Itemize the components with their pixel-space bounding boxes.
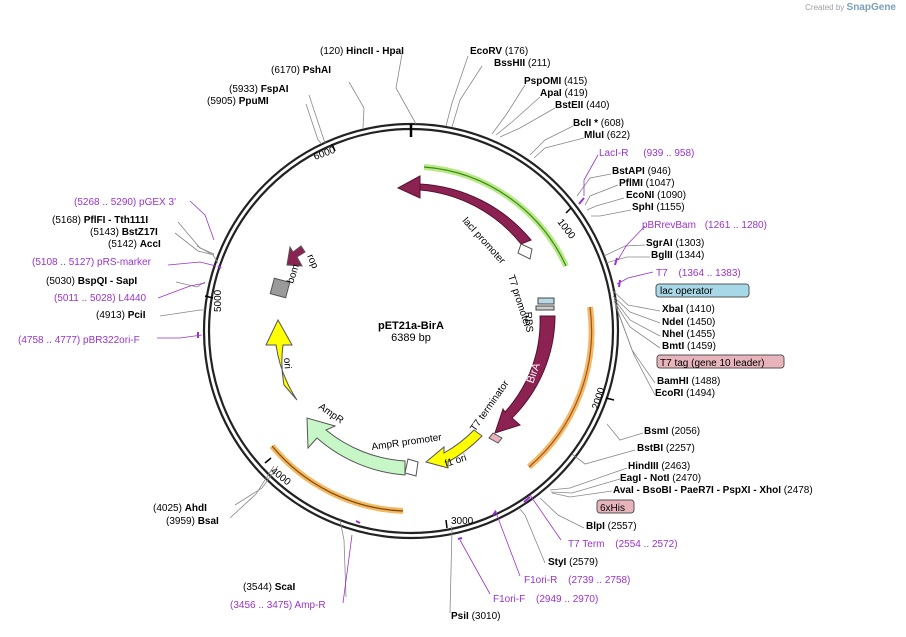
site-hindiii[interactable]: HindIII (2463) <box>628 461 690 472</box>
primer-amp-r[interactable]: (3456 .. 3475) Amp-R <box>230 600 326 611</box>
site-ahdi[interactable]: (4025) AhdI <box>153 503 207 514</box>
site-xbai[interactable]: XbaI (1410) <box>662 304 715 315</box>
site-psii[interactable]: PsiI (3010) <box>451 611 500 622</box>
lac-operator-label: lac operator <box>660 286 713 297</box>
site-bsshii[interactable]: BssHII (211) <box>494 58 551 69</box>
site-sgrai[interactable]: SgrAI (1303) <box>646 238 704 249</box>
highlight-arc-orange-left-line <box>271 445 404 512</box>
boxed-labels: lac operator T7 tag (gene 10 leader) 6xH… <box>596 283 785 514</box>
primer-t7-term[interactable]: T7 Term (2554 .. 2572) <box>568 539 678 550</box>
t7-tag-label-box[interactable] <box>656 354 785 369</box>
primer-t7[interactable]: T7 (1364 .. 1383) <box>656 268 741 279</box>
site-sphi[interactable]: SphI (1155) <box>632 202 685 213</box>
plasmid-length: 6389 bp <box>391 332 431 344</box>
leader-lines <box>159 53 661 614</box>
site-ppumi[interactable]: (5905) PpuMI <box>207 96 269 107</box>
feature-label-ampr-promoter: AmpR promoter <box>371 432 443 453</box>
site-bstz17i[interactable]: (5143) BstZ17I <box>90 227 158 238</box>
site-avai[interactable]: AvaI - BsoBI - PaeR7I - PspXI - XhoI (24… <box>613 485 813 496</box>
site-bstbi[interactable]: BstBI (2257) <box>637 443 695 454</box>
feature-ori-arrow <box>265 318 298 401</box>
primer-pbr322ori-f[interactable]: (4758 .. 4777) pBR322ori-F <box>18 335 140 346</box>
feature-rbs-box <box>535 305 555 311</box>
feature-bira-arrow <box>494 315 556 434</box>
site-scai[interactable]: (3544) ScaI <box>243 582 295 593</box>
feature-label-bom: bom <box>285 263 301 285</box>
site-styi[interactable]: StyI (2579) <box>548 557 598 568</box>
primer-laci-r[interactable]: LacI-R (939 .. 958) <box>599 148 694 159</box>
site-pflfi[interactable]: (5168) PflFI - Tth111I <box>52 215 148 226</box>
t7-tag-label: T7 tag (gene 10 leader) <box>660 358 765 369</box>
site-bspqi[interactable]: (5030) BspQI - SapI <box>46 276 137 287</box>
sites-top: EcoRV (176) BssHII (211) PspOMI (415) Ap… <box>470 46 630 141</box>
tick-label-1000: 1000 <box>555 217 578 242</box>
primer-pgex3[interactable]: (5268 .. 5290) pGEX 3' <box>74 197 176 208</box>
feature-t7-terminator-box <box>488 432 503 444</box>
highlight-arc-green-line <box>423 166 567 267</box>
site-ecorv[interactable]: EcoRV (176) <box>470 46 528 57</box>
tick-label-5000: 5000 <box>213 289 224 312</box>
tick-label-3000: 3000 <box>451 516 474 527</box>
snapgene-credit: Created by SnapGene <box>805 2 896 13</box>
primers-right: LacI-R (939 .. 958) pBRrevBam (1261 .. 1… <box>493 148 767 605</box>
feature-ampr-promoter-box <box>404 458 419 477</box>
site-ndei[interactable]: NdeI (1450) <box>662 317 715 328</box>
sites-right: BstAPI (946) PflMI (1047) EcoNI (1090) S… <box>451 166 813 622</box>
feature-f1-ori-arrow <box>424 429 483 469</box>
feature-laci-arrow <box>396 175 532 245</box>
site-pshai[interactable]: (6170) PshAI <box>271 65 331 76</box>
site-econi[interactable]: EcoNI (1090) <box>626 190 686 201</box>
primer-pbrrevbam[interactable]: pBRrevBam (1261 .. 1280) <box>642 220 767 231</box>
site-bamhi[interactable]: BamHI (1488) <box>657 376 720 387</box>
his-label: 6xHis <box>600 503 625 514</box>
site-pcii[interactable]: (4913) PciI <box>96 310 146 321</box>
site-fspai[interactable]: (5933) FspAI <box>229 84 289 95</box>
site-hincii[interactable]: (120) HincII - HpaI <box>320 46 404 57</box>
primer-prs-marker[interactable]: (5108 .. 5127) pRS-marker <box>32 257 152 268</box>
site-pflmi[interactable]: PflMI (1047) <box>619 178 675 189</box>
feature-bom-box <box>269 277 291 299</box>
primer-leader-lines <box>157 154 654 604</box>
feature-rop-arrow <box>286 245 306 267</box>
primer-f1ori-r[interactable]: F1ori-R (2739 .. 2758) <box>524 575 630 586</box>
site-pspomi[interactable]: PspOMI (415) <box>524 76 587 87</box>
site-eagi[interactable]: EagI - NotI (2470) <box>620 473 701 484</box>
feature-label-rop: rop <box>304 253 320 271</box>
site-apai[interactable]: ApaI (419) <box>540 88 588 99</box>
feature-label-laci: lacI <box>465 208 485 226</box>
site-mlui[interactable]: MluI (622) <box>584 130 630 141</box>
site-bglii[interactable]: BglII (1344) <box>651 250 704 261</box>
lac-operator-label-box[interactable] <box>655 283 750 298</box>
sites-left: (120) HincII - HpaI (6170) PshAI (5933) … <box>46 46 404 593</box>
feature-label-ori: ori <box>281 357 293 369</box>
site-bsteii[interactable]: BstEII (440) <box>555 100 609 111</box>
site-bstapi[interactable]: BstAPI (946) <box>612 166 671 177</box>
site-acci[interactable]: (5142) AccI <box>108 239 161 250</box>
site-bsmi[interactable]: BsmI (2056) <box>644 426 700 437</box>
feature-laci-promoter-box <box>517 243 533 260</box>
site-bsai[interactable]: (3959) BsaI <box>166 516 219 527</box>
site-nhei[interactable]: NheI (1455) <box>662 329 715 340</box>
site-ecori[interactable]: EcoRI (1494) <box>655 388 715 399</box>
primer-l4440[interactable]: (5011 .. 5028) L4440 <box>54 293 147 304</box>
his-label-box[interactable] <box>596 499 635 514</box>
feature-label-rbs: RBS <box>522 311 534 333</box>
feature-ampr-arrow <box>306 417 406 476</box>
site-bcli[interactable]: BclI * (608) <box>573 118 624 129</box>
primer-f1ori-f[interactable]: F1ori-F (2949 .. 2970) <box>493 594 598 605</box>
primers-left: (5268 .. 5290) pGEX 3' (5108 .. 5127) pR… <box>18 197 326 611</box>
primer-marks <box>197 197 621 540</box>
site-blpi[interactable]: BlpI (2557) <box>586 521 637 532</box>
plasmid-name: pET21a-BirA <box>378 320 444 332</box>
highlight-arc-orange-right-line <box>528 306 593 468</box>
tick-label-2000: 2000 <box>590 386 607 411</box>
site-bmti[interactable]: BmtI (1459) <box>662 341 716 352</box>
snapgene-logo-text: SnapGene <box>846 2 896 13</box>
feature-lac-operator-box <box>537 297 555 305</box>
